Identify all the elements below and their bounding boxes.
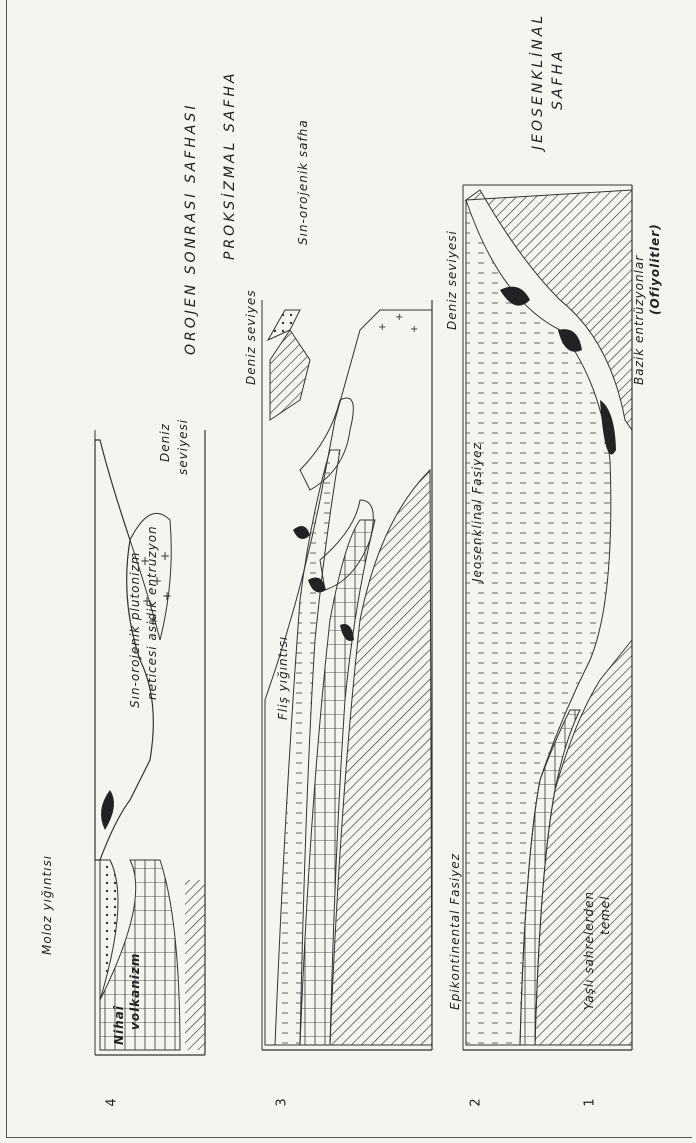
panel-4-section: +++ +++ (95, 430, 205, 1055)
panel-4-title: OROJEN SONRASI SAFHASI (183, 103, 199, 355)
svg-text:+: + (160, 549, 170, 563)
moloz-label: Moloz yığıntısı (40, 855, 54, 955)
panel-4-deniz-label: Deniz (158, 423, 172, 462)
panel-2-title-2: SAFHA (550, 48, 566, 110)
panel-number-1: 1 (583, 1098, 598, 1106)
panel-2-title: JEOSENKLİNAL (530, 13, 546, 150)
epikontinental-label: Epikontinental Fasiyez (448, 853, 462, 1010)
svg-text:+: + (395, 312, 403, 323)
panel-number-3: 3 (275, 1098, 290, 1106)
jeosenklinal-fasiyez-label: Jeosenklinal Fasiyez (470, 442, 484, 582)
panel-3-subtitle: Sın-orojenik safha (296, 119, 310, 245)
panel-number-2: 2 (469, 1098, 484, 1106)
sin-orojenik-label-1: Sın-orojenik plutonizm (128, 552, 142, 708)
panel-4-seviyesi-label: seviyesi (176, 419, 190, 475)
panel-3-deniz-label: Deniz seviyes (244, 290, 258, 385)
nihai-label: Nihaî (112, 1005, 126, 1045)
volkanizm-label: volkanizm (128, 953, 142, 1030)
bazik-label: Bazik entrüzyonlar (632, 255, 646, 385)
svg-text:+: + (162, 589, 172, 603)
svg-text:+: + (410, 324, 418, 335)
svg-text:+: + (378, 322, 386, 333)
panel-3-title: PROKSİZMAL SAFHA (222, 70, 238, 260)
panel-2-deniz-label: Deniz seviyesi (445, 230, 459, 330)
yasli-label-1: Yaşlı sahrelerden (582, 891, 596, 1010)
sin-orojenik-label-2: neticesi asidik entruzyon (145, 525, 159, 700)
ofiyolit-label: (Ofiyolitler) (648, 223, 662, 315)
flis-label: Fliş yığıntısı (276, 636, 290, 720)
yasli-label-2: temel (598, 896, 612, 936)
panel-number-4: 4 (105, 1098, 120, 1106)
